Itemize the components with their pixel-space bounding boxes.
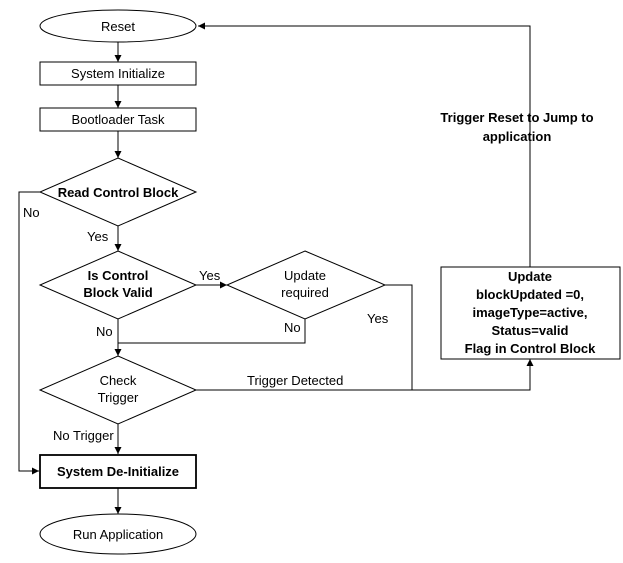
edge-label-no-trigger: No Trigger (53, 428, 114, 443)
system-initialize-label: System Initialize (71, 66, 165, 81)
reset-label: Reset (101, 19, 135, 34)
check-trigger-decision: Check Trigger (38, 355, 198, 425)
edge-label-valid-yes: Yes (199, 268, 221, 283)
update-block-line2: blockUpdated =0, (476, 287, 584, 302)
update-block-line3: imageType=active, (472, 305, 587, 320)
edge-label-trigger-detected: Trigger Detected (247, 373, 343, 388)
update-required-line1: Update (284, 268, 326, 283)
run-application-label: Run Application (73, 527, 163, 542)
read-control-block-decision: Read Control Block (38, 157, 198, 227)
edge-update-no-to-junction (118, 319, 306, 344)
update-block-line5: Flag in Control Block (465, 341, 596, 356)
check-trigger-line2: Trigger (98, 390, 139, 405)
is-control-block-valid-line2: Block Valid (83, 285, 152, 300)
edge-label-read-no: No (23, 205, 40, 220)
is-control-block-valid-decision: Is Control Block Valid (38, 250, 198, 320)
edge-label-update-no: No (284, 320, 301, 335)
system-deinitialize-label: System De-Initialize (57, 464, 179, 479)
trigger-reset-note-line1: Trigger Reset to Jump to (440, 110, 593, 125)
update-control-block-node: Update blockUpdated =0, imageType=active… (440, 266, 621, 360)
edge-read-no-to-deinit (18, 191, 40, 475)
update-required-line2: required (281, 285, 329, 300)
bootloader-task-node: Bootloader Task (39, 107, 197, 132)
edge-label-read-yes: Yes (87, 229, 109, 244)
update-required-decision: Update required (225, 250, 387, 320)
edge-update-block-to-reset (198, 22, 531, 267)
system-initialize-node: System Initialize (39, 61, 197, 86)
trigger-reset-note-line2: application (483, 129, 552, 144)
run-application-node: Run Application (39, 513, 197, 555)
update-block-line4: Status=valid (492, 323, 569, 338)
system-deinitialize-node: System De-Initialize (39, 454, 197, 489)
is-control-block-valid-line1: Is Control (88, 268, 149, 283)
edge-label-valid-no: No (96, 324, 113, 339)
check-trigger-line1: Check (100, 373, 137, 388)
bootloader-task-label: Bootloader Task (72, 112, 165, 127)
reset-node: Reset (39, 9, 197, 43)
update-block-line1: Update (508, 269, 552, 284)
read-control-block-label: Read Control Block (58, 185, 179, 200)
edge-label-update-yes: Yes (367, 311, 389, 326)
